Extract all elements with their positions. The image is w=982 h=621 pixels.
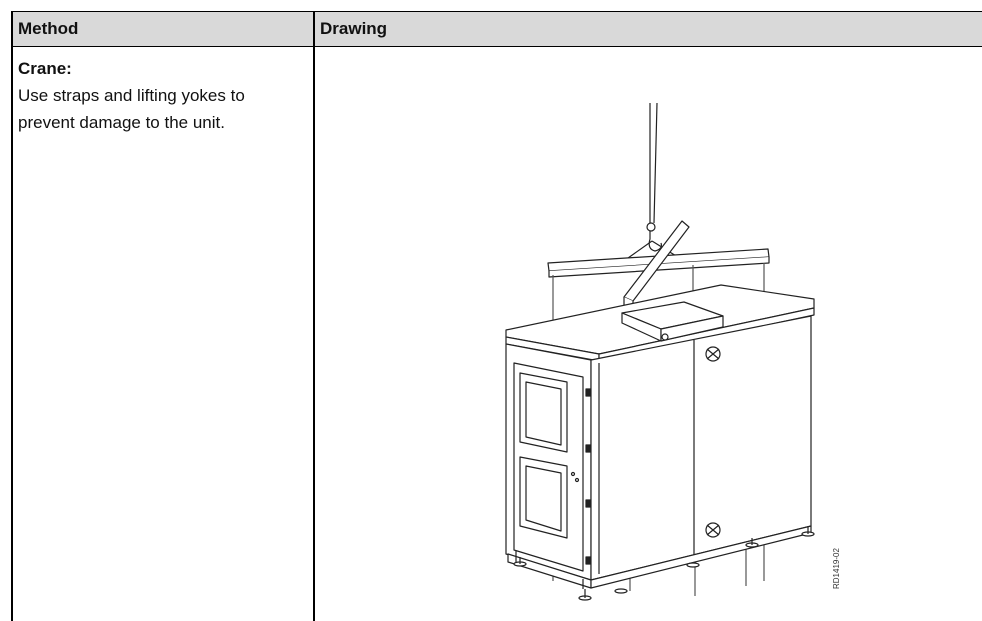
unit-base [507,525,812,589]
method-title: Crane: [18,59,72,78]
column-divider [313,11,315,621]
drawing-cell: RD1419-02 [321,51,981,621]
method-text: Use straps and lifting yokes to prevent … [18,86,245,132]
drawing-reference-number: RD1419-02 [832,548,841,589]
unit-feet [513,527,815,601]
header-method: Method [18,19,79,38]
door-hinges [585,388,592,565]
table-left-border [11,11,13,621]
header-drawing: Drawing [320,19,388,38]
control-box [621,301,724,342]
crane-hook-icon [646,222,662,252]
method-cell: Crane: Use straps and lifting yokes to p… [18,55,303,136]
table-header-row: Method Drawing [11,11,982,47]
instruction-table: Method Drawing Crane: Use straps and lif… [11,11,982,621]
unit-side-panel [505,343,592,581]
crane-lifting-drawing: RD1419-02 [505,102,841,601]
fan-icon [705,346,721,362]
crane-rope-right [653,102,658,224]
fan-icon [705,522,721,538]
